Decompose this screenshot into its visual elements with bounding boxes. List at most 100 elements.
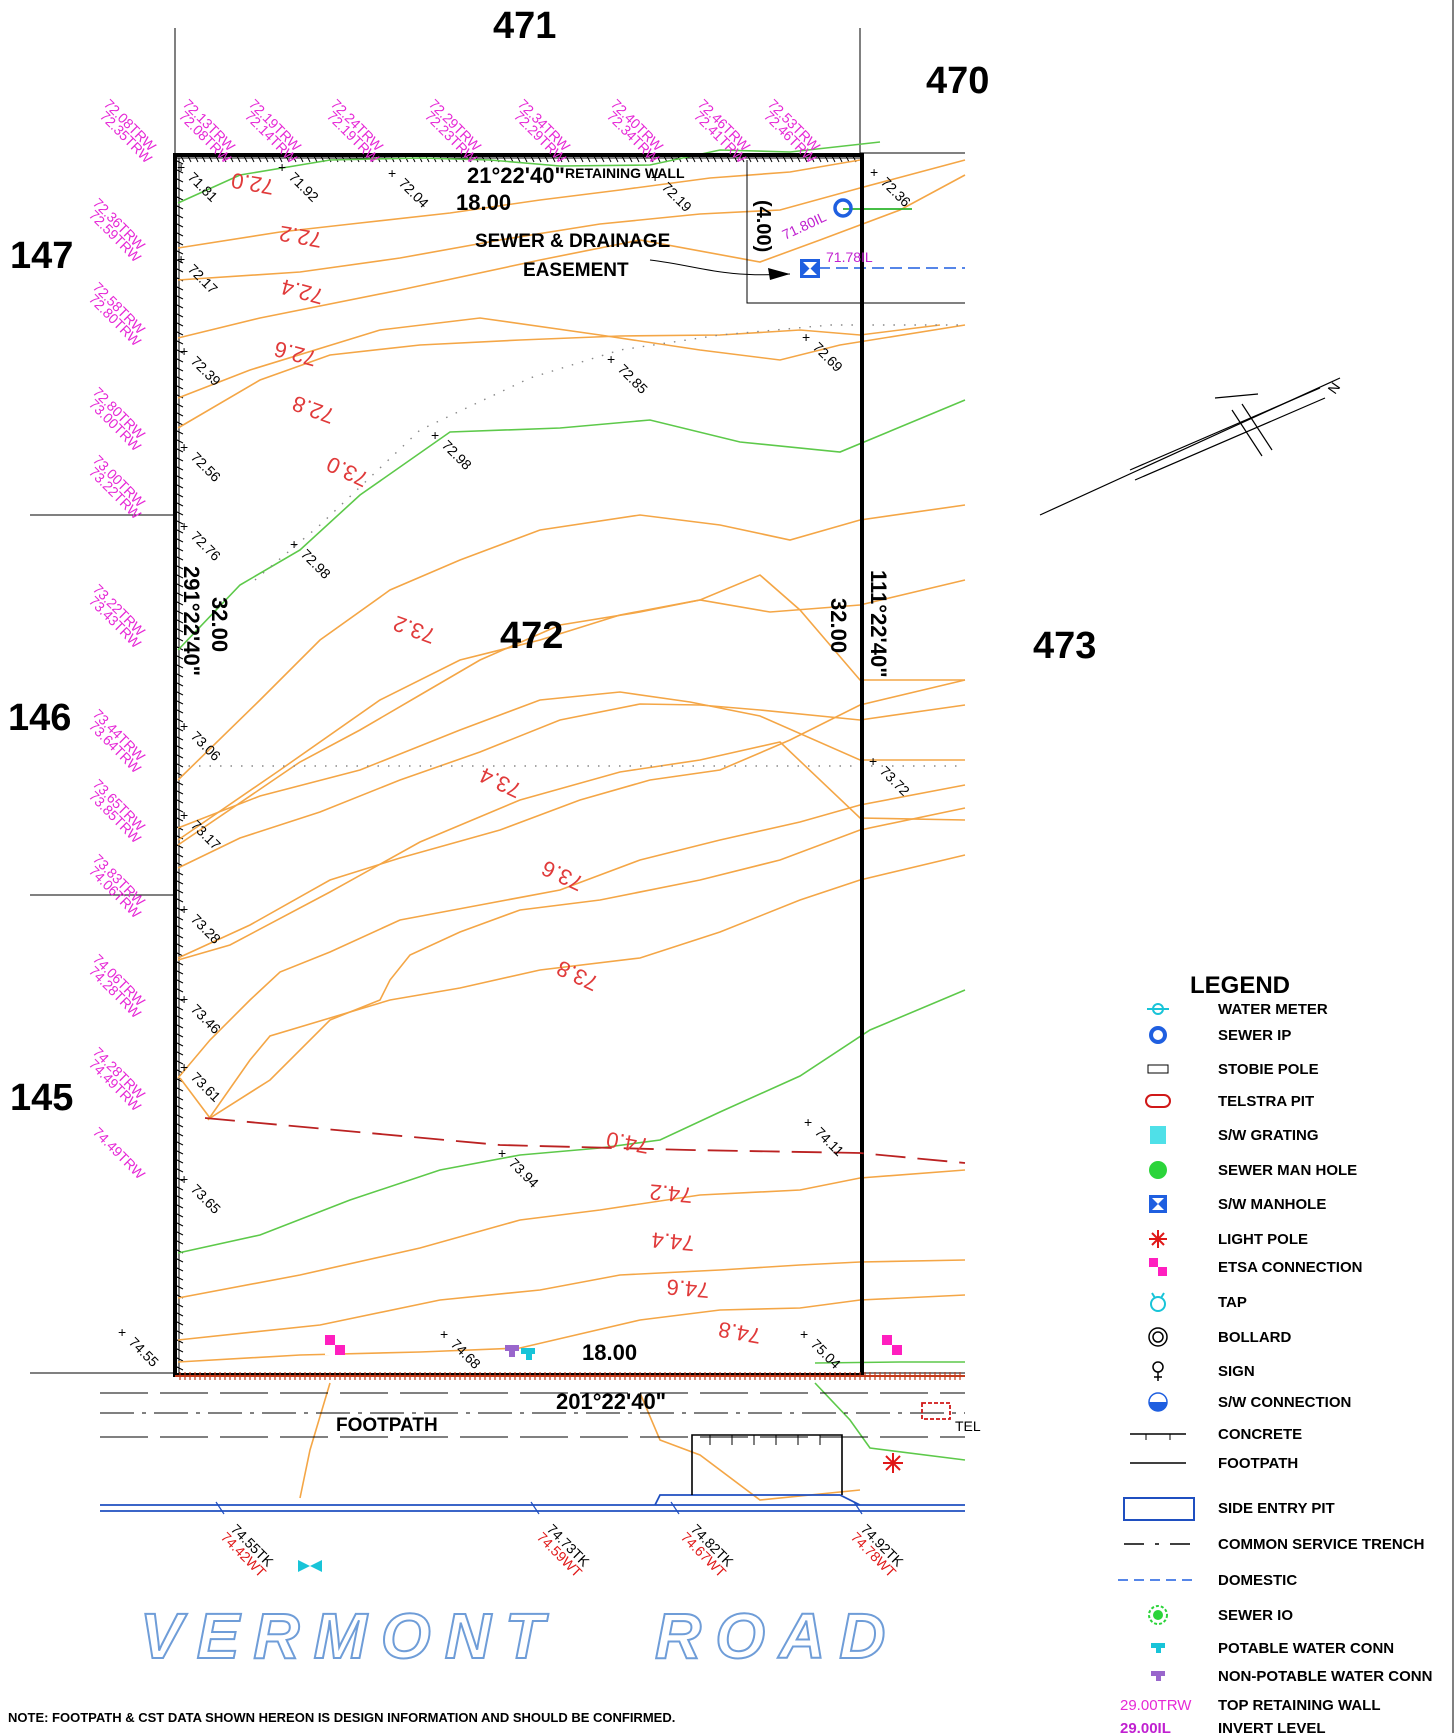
- lot-number-west-146: 146: [8, 697, 71, 739]
- spot-marker: +: [278, 159, 286, 175]
- spot-marker: +: [290, 536, 298, 552]
- spot-marker: +: [180, 343, 188, 359]
- easement-width-label: (4.00): [752, 200, 774, 252]
- spot-marker: +: [804, 1114, 812, 1130]
- non-potable-water-icon[interactable]: [505, 1345, 519, 1357]
- contour-label: 74.6: [666, 1274, 711, 1303]
- spot-marker: +: [431, 427, 439, 443]
- spot-marker: +: [177, 159, 185, 175]
- sw-grating-icon: [1150, 1126, 1166, 1144]
- sw-manhole-icon[interactable]: [800, 259, 820, 278]
- spot-marker: +: [180, 1171, 188, 1187]
- contour-label: 74.0: [604, 1127, 651, 1159]
- legend-label: BOLLARD: [1218, 1329, 1291, 1346]
- invert-level-label: 71.78IL: [826, 249, 873, 265]
- legend-label: SIGN: [1218, 1363, 1255, 1380]
- legend-label: S/W CONNECTION: [1218, 1394, 1351, 1411]
- legend-sample: 29.00TRW: [1120, 1697, 1192, 1714]
- road-name-word2: ROAD: [655, 1600, 899, 1672]
- contour-label: 73.0: [323, 451, 372, 492]
- tap-icon: [1150, 1292, 1166, 1312]
- footpath-label: FOOTPATH: [336, 1415, 438, 1436]
- spot-level-label: 73.61: [188, 1069, 224, 1105]
- kerb-line: [100, 1494, 965, 1512]
- contour-lines: [177, 141, 966, 1501]
- bearing-right: 111°22'40": [866, 570, 891, 678]
- spot-level-label: 72.98: [439, 437, 475, 473]
- legend-label: TOP RETAINING WALL: [1218, 1697, 1381, 1714]
- kerb-ticks: [215, 1501, 863, 1515]
- contour-label: 72.6: [271, 336, 319, 371]
- neighbour-boundaries: [30, 0, 1454, 1733]
- footpath-lines: [100, 1392, 965, 1438]
- spot-level-label: 73.06: [188, 728, 224, 764]
- potable-water-icon: [1151, 1643, 1165, 1653]
- lot-number-east: 473: [1033, 625, 1096, 667]
- north-label: N: [1324, 379, 1343, 396]
- spot-marker: +: [180, 718, 188, 734]
- dashed-level-line: [204, 1117, 966, 1164]
- spot-level-label: 74.55: [126, 1334, 162, 1370]
- legend-label: CONCRETE: [1218, 1426, 1302, 1443]
- easement-arrowhead: [768, 268, 790, 280]
- legend-label: STOBIE POLE: [1218, 1061, 1319, 1078]
- sewer-ip-icon: [1149, 1026, 1167, 1044]
- bearing-bottom: 201°22'40": [556, 1389, 666, 1414]
- non-potable-water-icon: [1151, 1671, 1165, 1681]
- sewer-io-icon: [1148, 1605, 1168, 1625]
- contour-label: 73.4: [476, 762, 525, 803]
- spot-marker: +: [870, 164, 878, 180]
- etsa-connection-icon[interactable]: [325, 1335, 345, 1355]
- light-pole-icon: [1149, 1230, 1167, 1248]
- side-entry-pit: [691, 1434, 843, 1495]
- legend-label: WATER METER: [1218, 1001, 1328, 1018]
- contour-label: 72.8: [289, 391, 338, 429]
- spot-marker: +: [869, 753, 877, 769]
- legend-label: SIDE ENTRY PIT: [1218, 1500, 1335, 1517]
- tel-label: TEL: [955, 1418, 981, 1434]
- water-meter-icon: [1147, 1003, 1169, 1015]
- sewer-ip-icon[interactable]: [833, 198, 853, 218]
- legend-label: POTABLE WATER CONN: [1218, 1640, 1394, 1657]
- spot-marker: +: [180, 439, 188, 455]
- spot-marker: +: [177, 251, 185, 267]
- telstra-pit-icon: [1145, 1094, 1171, 1108]
- length-top: 18.00: [456, 190, 511, 215]
- etsa-connection-icon: [1149, 1258, 1167, 1276]
- fence-hatch: [179, 1372, 961, 1380]
- spot-level-label: 71.92: [286, 169, 322, 205]
- retaining-wall-label: RETAINING WALL: [565, 165, 685, 181]
- concrete-icon: [1130, 1433, 1186, 1440]
- spot-level-label: 71.81: [185, 169, 221, 205]
- bollard-icon: [1148, 1327, 1168, 1347]
- contour-label: 74.4: [651, 1227, 696, 1256]
- light-pole-icon[interactable]: [883, 1453, 903, 1473]
- contour-label: 72.0: [229, 168, 276, 200]
- lot-number-west-147: 147: [10, 235, 73, 277]
- potable-water-icon[interactable]: [521, 1348, 535, 1360]
- spot-level-label: 75.04: [808, 1336, 844, 1372]
- legend-label: NON-POTABLE WATER CONN: [1218, 1668, 1432, 1685]
- etsa-connection-icon[interactable]: [882, 1335, 902, 1355]
- spot-marker: +: [651, 169, 659, 185]
- legend-sample: 29.00IL: [1120, 1720, 1171, 1733]
- spot-marker: +: [440, 1326, 448, 1342]
- trw-left-label: 74.49TRW: [90, 1124, 149, 1183]
- legend-label: FOOTPATH: [1218, 1455, 1298, 1472]
- telstra-pit-icon[interactable]: [921, 1402, 951, 1420]
- easement-arrow: [649, 259, 791, 276]
- north-arrow: [1039, 377, 1341, 516]
- spot-level-label: 72.04: [396, 175, 432, 211]
- spot-marker: +: [800, 1326, 808, 1342]
- water-meter-icon[interactable]: [298, 1560, 322, 1572]
- spot-level-label: 73.28: [188, 911, 224, 947]
- spot-level-label: 74.11: [812, 1124, 848, 1160]
- il-sample: 29.00IL: [1120, 1720, 1171, 1733]
- legend-label: SEWER MAN HOLE: [1218, 1162, 1357, 1179]
- spot-level-label: 72.56: [188, 449, 224, 485]
- spot-level-label: 72.85: [615, 361, 651, 397]
- spot-level-label: 73.72: [877, 763, 913, 799]
- legend-label: DOMESTIC: [1218, 1572, 1297, 1589]
- contour-label: 72.2: [277, 221, 324, 253]
